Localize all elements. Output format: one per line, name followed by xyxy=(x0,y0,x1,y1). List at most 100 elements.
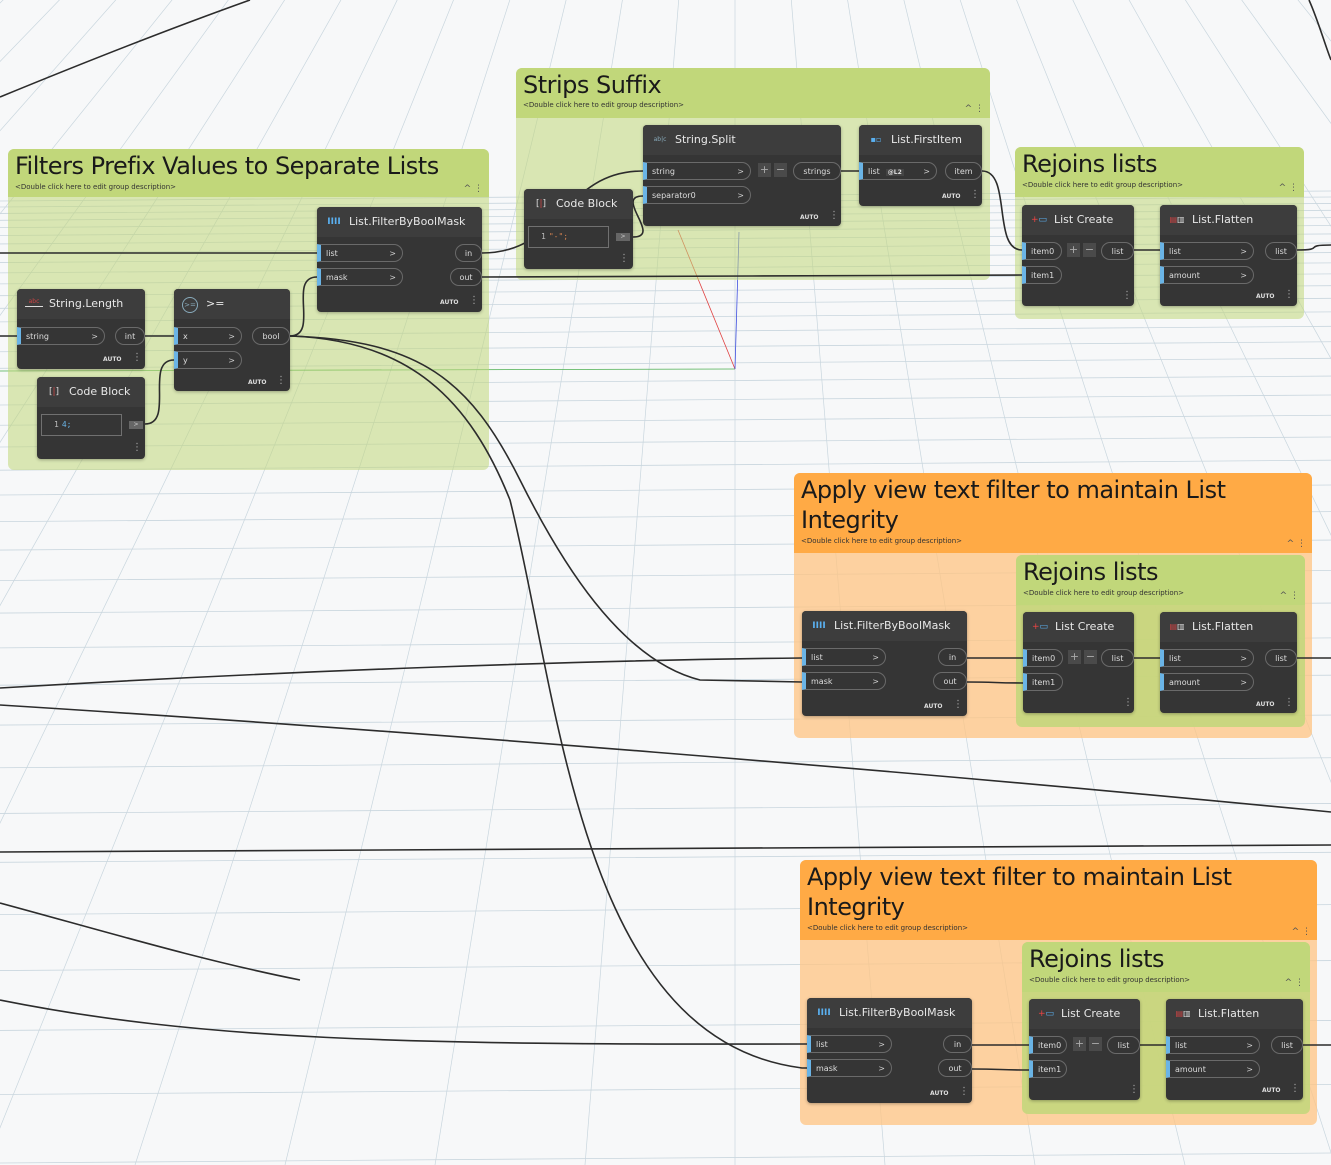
node-header[interactable]: ▪▫ List.FirstItem xyxy=(859,125,982,155)
lacing-label[interactable]: AUTO xyxy=(103,356,122,363)
remove-input-button[interactable]: − xyxy=(1089,1037,1102,1051)
more-icon[interactable]: ⋮ xyxy=(1123,697,1133,708)
node-header[interactable]: IIII List.FilterByBoolMask xyxy=(317,207,482,237)
code-text[interactable]: "-"; xyxy=(548,232,569,241)
lacing-label[interactable]: AUTO xyxy=(924,703,943,710)
more-icon[interactable]: ⋮ xyxy=(469,295,479,306)
add-input-button[interactable]: + xyxy=(1073,1037,1086,1051)
input-port-amount[interactable]: amount> xyxy=(1166,1060,1260,1078)
node-header[interactable]: >= >= xyxy=(174,289,290,319)
wire[interactable] xyxy=(966,681,1024,684)
node-header[interactable]: ▤▥ List.Flatten xyxy=(1160,612,1297,642)
input-port-item1[interactable]: item1 xyxy=(1022,266,1062,284)
node-greater-equal[interactable]: >= >= x> y> bool AUTO ⋮ xyxy=(174,289,290,391)
output-port-strings[interactable]: strings xyxy=(793,162,841,180)
output-port-item[interactable]: item xyxy=(945,162,982,180)
node-header[interactable]: IIII List.FilterByBoolMask xyxy=(807,998,972,1028)
node-filter-by-bool-mask-3[interactable]: IIII List.FilterByBoolMask list> mask> i… xyxy=(807,998,972,1103)
input-port-mask[interactable]: mask> xyxy=(802,672,886,690)
collapse-icon[interactable]: ^ ⋮ xyxy=(1284,978,1304,988)
remove-input-button[interactable]: − xyxy=(774,163,787,177)
wire[interactable] xyxy=(0,999,808,1045)
collapse-icon[interactable]: ^ ⋮ xyxy=(1286,539,1306,549)
more-icon[interactable]: ⋮ xyxy=(474,184,483,194)
add-input-button[interactable]: + xyxy=(1068,650,1081,664)
input-port-item1[interactable]: item1 xyxy=(1023,673,1063,691)
more-icon[interactable]: ⋮ xyxy=(1129,1084,1139,1095)
wire[interactable] xyxy=(0,657,803,689)
wire[interactable] xyxy=(1296,244,1331,251)
lacing-label[interactable]: AUTO xyxy=(930,1090,949,1097)
group-description[interactable]: <Double click here to edit group descrip… xyxy=(1023,589,1185,597)
level-selector[interactable]: @L2 xyxy=(885,169,904,176)
lacing-label[interactable]: AUTO xyxy=(942,193,961,200)
code-output-port[interactable]: > xyxy=(616,233,630,241)
group-description[interactable]: <Double click here to edit group descrip… xyxy=(801,537,963,545)
node-header[interactable]: ▤▥ List.Flatten xyxy=(1166,999,1303,1029)
collapse-icon[interactable]: ^ ⋮ xyxy=(1278,183,1298,193)
input-port-item1[interactable]: item1 xyxy=(1029,1060,1067,1078)
input-port-list[interactable]: list> xyxy=(802,648,886,666)
add-input-button[interactable]: + xyxy=(1067,243,1080,257)
more-icon[interactable]: ⋮ xyxy=(1297,539,1306,549)
node-header[interactable]: +▭ List Create xyxy=(1023,612,1134,642)
lacing-label[interactable]: AUTO xyxy=(1262,1087,1281,1094)
code-output-port[interactable]: > xyxy=(129,421,143,429)
collapse-icon[interactable]: ^ ⋮ xyxy=(1279,591,1299,601)
wire[interactable] xyxy=(0,844,1331,853)
wire[interactable] xyxy=(632,195,644,238)
lacing-label[interactable]: AUTO xyxy=(440,299,459,306)
more-icon[interactable]: ⋮ xyxy=(959,1086,969,1097)
lacing-label[interactable]: AUTO xyxy=(800,214,819,221)
node-header[interactable]: [|] Code Block xyxy=(37,377,145,407)
collapse-icon[interactable]: ^ ⋮ xyxy=(964,104,984,114)
input-port-mask[interactable]: mask> xyxy=(317,268,403,286)
output-port-out[interactable]: out xyxy=(938,1059,972,1077)
group-header[interactable]: Strips Suffix <Double click here to edit… xyxy=(516,68,990,118)
code-text[interactable]: 4; xyxy=(61,420,72,429)
wire[interactable] xyxy=(289,335,803,683)
node-filter-by-bool-mask-2[interactable]: IIII List.FilterByBoolMask list> mask> i… xyxy=(802,611,967,716)
group-header[interactable]: Rejoins lists <Double click here to edit… xyxy=(1016,555,1305,605)
group-header[interactable]: Filters Prefix Values to Separate Lists … xyxy=(8,149,489,197)
wire[interactable] xyxy=(289,276,318,337)
add-input-button[interactable]: + xyxy=(758,163,771,177)
output-port-in[interactable]: in xyxy=(455,244,482,262)
remove-input-button[interactable]: − xyxy=(1084,650,1097,664)
more-icon[interactable]: ⋮ xyxy=(1290,591,1299,601)
node-header[interactable]: ab|c String.Split xyxy=(643,125,841,155)
node-header[interactable]: IIII List.FilterByBoolMask xyxy=(802,611,967,641)
more-icon[interactable]: ⋮ xyxy=(1284,697,1294,708)
wire[interactable] xyxy=(1308,0,1331,61)
group-header[interactable]: Apply view text filter to maintain List … xyxy=(794,473,1312,553)
more-icon[interactable]: ⋮ xyxy=(619,253,629,264)
code-editor[interactable]: 1"-"; xyxy=(528,226,609,248)
more-icon[interactable]: ⋮ xyxy=(1295,978,1304,988)
wire[interactable] xyxy=(144,359,175,425)
node-filter-by-bool-mask-1[interactable]: IIII List.FilterByBoolMask list> mask> i… xyxy=(317,207,482,312)
output-port-list[interactable]: list xyxy=(1101,242,1134,260)
node-header[interactable]: ▤▥ List.Flatten xyxy=(1160,205,1297,235)
wire[interactable] xyxy=(981,170,1023,251)
more-icon[interactable]: ⋮ xyxy=(970,189,980,200)
input-port-list[interactable]: list> xyxy=(1160,242,1254,260)
more-icon[interactable]: ⋮ xyxy=(953,699,963,710)
wire[interactable] xyxy=(0,0,251,98)
input-port-amount[interactable]: amount> xyxy=(1160,266,1254,284)
output-port-list[interactable]: list xyxy=(1107,1036,1140,1054)
node-list-create-2[interactable]: +▭ List Create item0 item1 + − list ⋮ xyxy=(1023,612,1134,713)
lacing-label[interactable]: AUTO xyxy=(1256,293,1275,300)
input-port-list[interactable]: list> xyxy=(1166,1036,1260,1054)
group-description[interactable]: <Double click here to edit group descrip… xyxy=(1022,181,1184,189)
lacing-label[interactable]: AUTO xyxy=(1256,701,1275,708)
node-list-flatten-1[interactable]: ▤▥ List.Flatten list> amount> list AUTO … xyxy=(1160,205,1297,306)
input-port-y[interactable]: y> xyxy=(174,351,242,369)
node-list-flatten-2[interactable]: ▤▥ List.Flatten list> amount> list AUTO … xyxy=(1160,612,1297,713)
lacing-label[interactable]: AUTO xyxy=(248,379,267,386)
output-port-in[interactable]: in xyxy=(938,648,967,666)
more-icon[interactable]: ⋮ xyxy=(132,442,142,453)
more-icon[interactable]: ⋮ xyxy=(1289,183,1298,193)
group-description[interactable]: <Double click here to edit group descrip… xyxy=(1029,976,1191,984)
